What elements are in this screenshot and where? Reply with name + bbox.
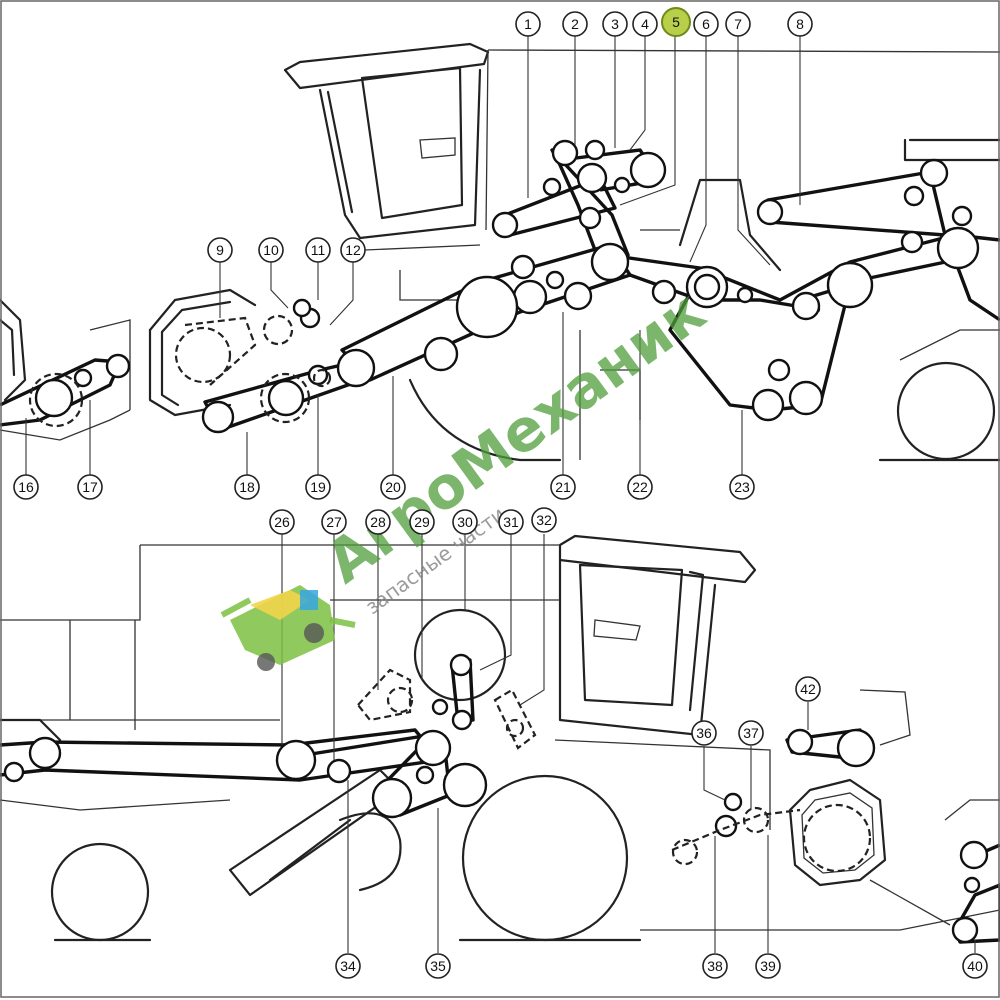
callout-32[interactable]: 32 bbox=[531, 507, 557, 533]
callout-8[interactable]: 8 bbox=[787, 11, 813, 37]
svg-text:6: 6 bbox=[702, 16, 710, 32]
callout-4[interactable]: 4 bbox=[632, 11, 658, 37]
svg-text:37: 37 bbox=[743, 725, 759, 741]
svg-text:5: 5 bbox=[672, 14, 680, 30]
svg-text:42: 42 bbox=[800, 681, 816, 697]
svg-text:9: 9 bbox=[216, 242, 224, 258]
bottom-pulleys bbox=[3, 653, 989, 944]
callout-28[interactable]: 28 bbox=[365, 509, 391, 535]
svg-text:40: 40 bbox=[967, 958, 983, 974]
callout-12[interactable]: 12 bbox=[340, 237, 366, 263]
callout-2[interactable]: 2 bbox=[562, 11, 588, 37]
svg-text:17: 17 bbox=[82, 479, 98, 495]
callout-26[interactable]: 26 bbox=[269, 509, 295, 535]
svg-text:36: 36 bbox=[696, 725, 712, 741]
bottom-belts bbox=[0, 658, 1000, 944]
callout-27[interactable]: 27 bbox=[321, 509, 347, 535]
callout-3[interactable]: 3 bbox=[602, 11, 628, 37]
svg-text:27: 27 bbox=[326, 514, 342, 530]
svg-text:39: 39 bbox=[760, 958, 776, 974]
callout-40[interactable]: 40 bbox=[962, 953, 988, 979]
svg-text:34: 34 bbox=[340, 958, 356, 974]
callout-markers: 1 2 3 4 5 6 7 8 9 10 11 12 16 17 18 19 2… bbox=[13, 7, 988, 979]
svg-text:2: 2 bbox=[571, 16, 579, 32]
callout-22[interactable]: 22 bbox=[627, 474, 653, 500]
callout-38[interactable]: 38 bbox=[702, 953, 728, 979]
svg-text:23: 23 bbox=[734, 479, 750, 495]
callout-30[interactable]: 30 bbox=[452, 509, 478, 535]
svg-text:3: 3 bbox=[611, 16, 619, 32]
top-pulleys bbox=[28, 139, 980, 434]
callout-7[interactable]: 7 bbox=[725, 11, 751, 37]
callout-39[interactable]: 39 bbox=[755, 953, 781, 979]
callout-1[interactable]: 1 bbox=[515, 11, 541, 37]
svg-text:22: 22 bbox=[632, 479, 648, 495]
callout-11[interactable]: 11 bbox=[305, 237, 331, 263]
callout-21[interactable]: 21 bbox=[550, 474, 576, 500]
callout-37[interactable]: 37 bbox=[738, 720, 764, 746]
svg-text:8: 8 bbox=[796, 16, 804, 32]
bottom-machine-outline bbox=[0, 534, 1000, 942]
svg-text:28: 28 bbox=[370, 514, 386, 530]
callout-31[interactable]: 31 bbox=[498, 509, 524, 535]
watermark-brand: АгроМеханик bbox=[313, 277, 717, 597]
callout-5-highlighted[interactable]: 5 bbox=[661, 7, 691, 37]
callout-36[interactable]: 36 bbox=[691, 720, 717, 746]
harvester-logo-icon bbox=[220, 585, 356, 671]
callout-16[interactable]: 16 bbox=[13, 474, 39, 500]
callout-42[interactable]: 42 bbox=[795, 676, 821, 702]
svg-text:18: 18 bbox=[239, 479, 255, 495]
svg-text:12: 12 bbox=[345, 242, 361, 258]
svg-text:4: 4 bbox=[641, 16, 649, 32]
leader-lines bbox=[25, 36, 976, 953]
callout-10[interactable]: 10 bbox=[258, 237, 284, 263]
svg-text:20: 20 bbox=[385, 479, 401, 495]
callout-35[interactable]: 35 bbox=[425, 953, 451, 979]
svg-text:7: 7 bbox=[734, 16, 742, 32]
callout-6[interactable]: 6 bbox=[693, 11, 719, 37]
callout-17[interactable]: 17 bbox=[77, 474, 103, 500]
callout-23[interactable]: 23 bbox=[729, 474, 755, 500]
svg-text:26: 26 bbox=[274, 514, 290, 530]
callout-18[interactable]: 18 bbox=[234, 474, 260, 500]
callout-9[interactable]: 9 bbox=[207, 237, 233, 263]
svg-text:38: 38 bbox=[707, 958, 723, 974]
svg-text:35: 35 bbox=[430, 958, 446, 974]
callout-34[interactable]: 34 bbox=[335, 953, 361, 979]
top-machine-outline bbox=[0, 42, 1000, 462]
callout-20[interactable]: 20 bbox=[380, 474, 406, 500]
svg-text:10: 10 bbox=[263, 242, 279, 258]
svg-text:30: 30 bbox=[457, 514, 473, 530]
svg-text:16: 16 bbox=[18, 479, 34, 495]
svg-text:29: 29 bbox=[414, 514, 430, 530]
svg-text:11: 11 bbox=[311, 242, 326, 258]
svg-text:31: 31 bbox=[503, 514, 519, 530]
callout-29[interactable]: 29 bbox=[409, 509, 435, 535]
callout-19[interactable]: 19 bbox=[305, 474, 331, 500]
svg-text:19: 19 bbox=[310, 479, 326, 495]
svg-text:21: 21 bbox=[555, 479, 571, 495]
svg-text:32: 32 bbox=[536, 512, 552, 528]
svg-text:1: 1 bbox=[524, 16, 532, 32]
